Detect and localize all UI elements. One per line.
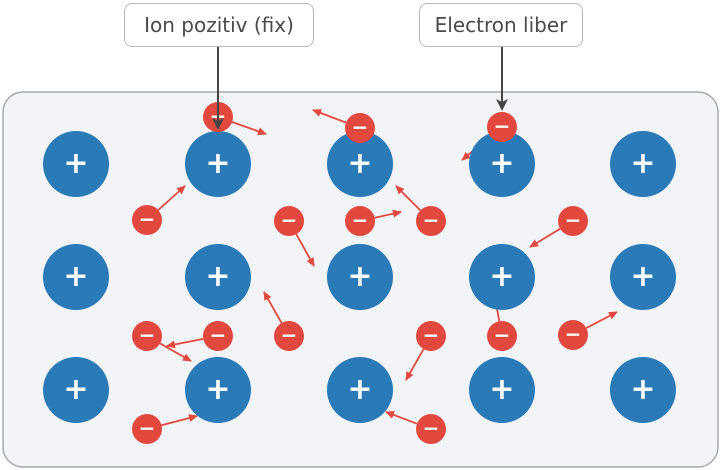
electron-motion-arrow: [312, 109, 347, 124]
ion-plus-sign: +: [205, 372, 230, 407]
electron-minus-sign: −: [423, 416, 440, 440]
positive-ion: +: [327, 357, 393, 423]
electron-motion-arrow: [585, 311, 618, 329]
ion-plus-sign: +: [205, 259, 230, 294]
ion-plus-sign: +: [489, 146, 514, 181]
electron-minus-sign: −: [139, 416, 156, 440]
free-electrons-layer: −−−−−−−−−−−−−−−−: [132, 102, 588, 444]
positive-ion: +: [610, 357, 676, 423]
positive-ion: +: [469, 357, 535, 423]
electron-minus-sign: −: [281, 323, 298, 347]
electron-minus-sign: −: [352, 208, 369, 232]
positive-ion: +: [327, 244, 393, 310]
electron-minus-sign: −: [423, 208, 440, 232]
free-electron: −: [132, 414, 162, 444]
free-electron: −: [487, 321, 517, 351]
electron-minus-sign: −: [494, 114, 511, 138]
positive-ion: +: [469, 244, 535, 310]
ion-plus-sign: +: [347, 372, 372, 407]
ion-plus-sign: +: [347, 259, 372, 294]
free-electron: −: [274, 206, 304, 236]
free-electron: −: [416, 414, 446, 444]
free-electron: −: [558, 206, 588, 236]
free-electron: −: [558, 320, 588, 350]
free-electron: −: [132, 321, 162, 351]
free-electron: −: [487, 112, 517, 142]
free-electron: −: [416, 206, 446, 236]
electron-motion-arrow: [157, 185, 186, 211]
electron-motion-arrow: [529, 227, 561, 248]
positive-ion: +: [469, 131, 535, 197]
ion-plus-sign: +: [630, 146, 655, 181]
ion-plus-sign: +: [489, 259, 514, 294]
positive-ions-layer: + + + + + + + + + + + + + + +: [43, 131, 676, 423]
positive-ion: +: [185, 357, 251, 423]
free-electron: −: [345, 113, 375, 143]
electron-motion-arrow: [405, 348, 425, 381]
electron-motion-arrow: [231, 121, 267, 136]
electron-motion-arrow: [374, 209, 402, 219]
electron-motion-arrow: [395, 185, 422, 212]
ion-plus-sign: +: [489, 372, 514, 407]
positive-ion: +: [43, 357, 109, 423]
positive-ion: +: [610, 131, 676, 197]
free-electron: −: [132, 205, 162, 235]
ion-plus-sign: +: [63, 372, 88, 407]
ion-plus-sign: +: [63, 259, 88, 294]
electron-minus-sign: −: [423, 323, 440, 347]
electron-motion-arrow: [263, 291, 283, 324]
electron-motion-arrow: [166, 338, 204, 349]
electron-minus-sign: −: [494, 323, 511, 347]
ion-plus-sign: +: [63, 146, 88, 181]
positive-ion: +: [185, 244, 251, 310]
electron-minus-sign: −: [565, 208, 582, 232]
free-electron: −: [274, 321, 304, 351]
electron-minus-sign: −: [352, 115, 369, 139]
callout-free-electron: Electron liber: [419, 3, 583, 47]
electron-motion-arrow: [295, 233, 315, 267]
ion-plus-sign: +: [630, 259, 655, 294]
ion-plus-sign: +: [347, 146, 372, 181]
positive-ion: +: [43, 131, 109, 197]
free-electron: −: [203, 321, 233, 351]
electron-minus-sign: −: [139, 207, 156, 231]
positive-ion: +: [327, 131, 393, 197]
electron-motion-arrow: [159, 342, 192, 362]
positive-ion: +: [185, 131, 251, 197]
electron-minus-sign: −: [565, 322, 582, 346]
free-electron: −: [416, 321, 446, 351]
electron-motion-arrow: [161, 414, 198, 427]
electron-motion-arrow: [385, 411, 418, 425]
electron-minus-sign: −: [281, 208, 298, 232]
free-electron: −: [345, 206, 375, 236]
electron-minus-sign: −: [210, 323, 227, 347]
positive-ion: +: [610, 244, 676, 310]
ion-plus-sign: +: [205, 146, 230, 181]
callout-positive-ion: Ion pozitiv (fix): [124, 3, 314, 47]
electron-minus-sign: −: [139, 323, 156, 347]
ion-plus-sign: +: [630, 372, 655, 407]
positive-ion: +: [43, 244, 109, 310]
